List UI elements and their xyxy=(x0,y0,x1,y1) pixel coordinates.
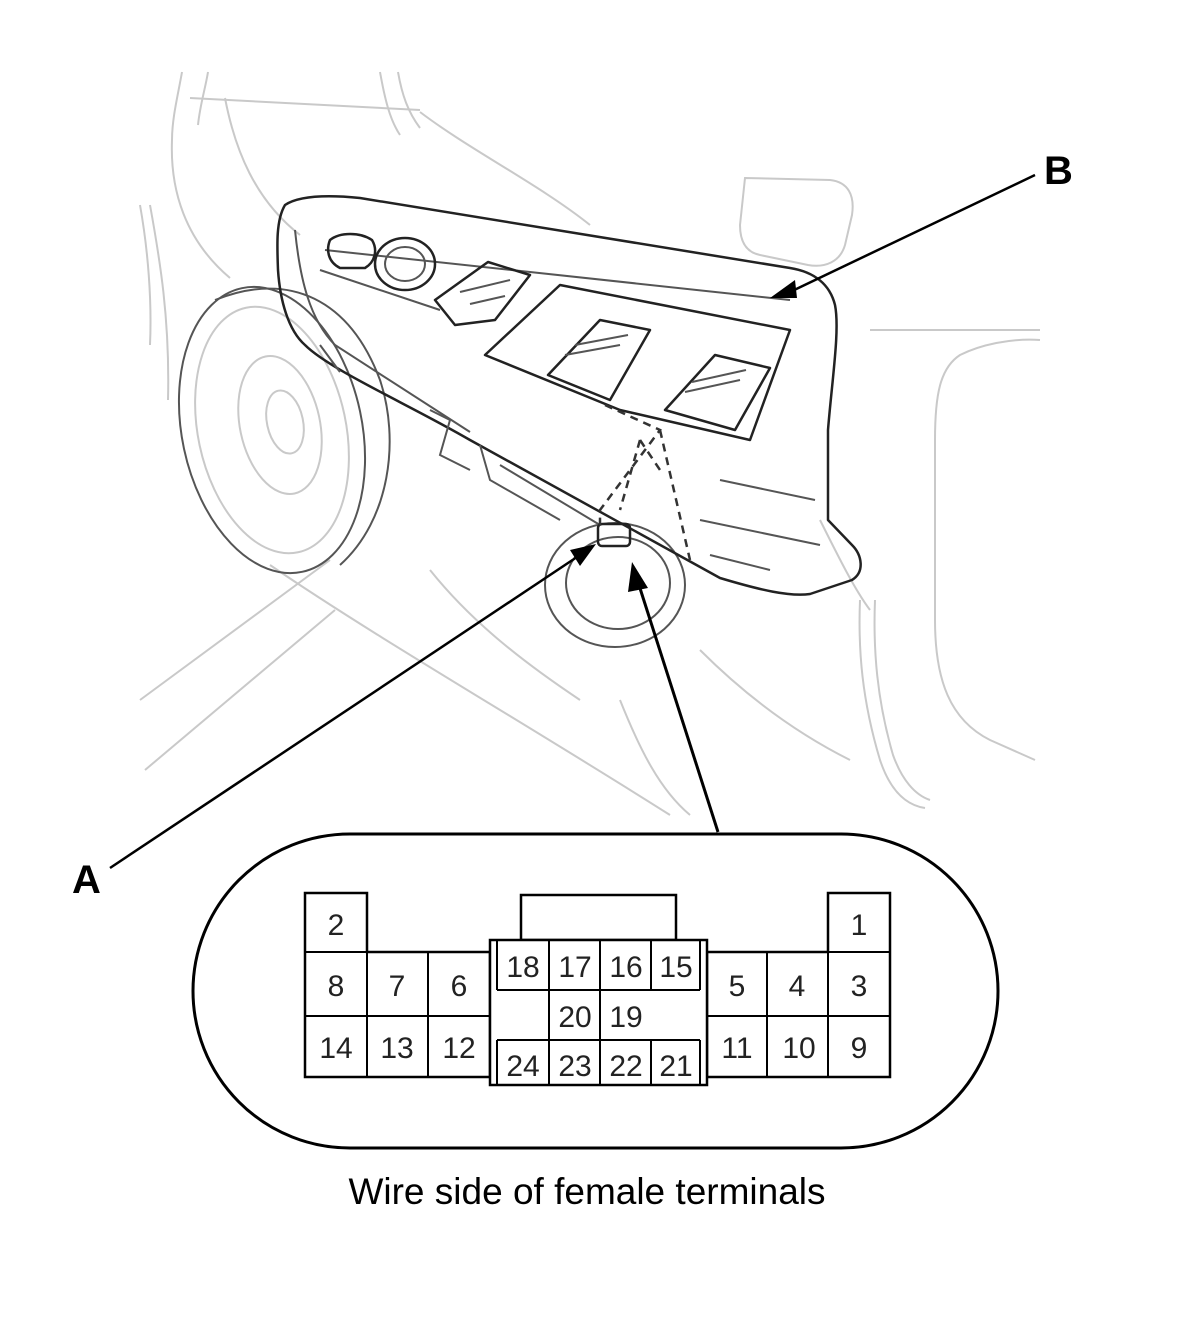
arrow-head-connector xyxy=(628,562,648,592)
caption: Wire side of female terminals xyxy=(348,1171,825,1212)
terminal-17: 17 xyxy=(558,951,591,984)
terminal-19: 19 xyxy=(609,1001,642,1034)
terminal-15: 15 xyxy=(659,951,692,984)
connector-face-view: 2 1 8 7 6 18 17 16 15 5 4 3 20 19 14 13 … xyxy=(191,832,1000,1150)
terminal-6: 6 xyxy=(451,970,468,1003)
leader-lines xyxy=(109,173,1036,870)
terminal-2: 2 xyxy=(328,909,345,942)
terminal-13: 13 xyxy=(380,1032,413,1065)
door-handle-recess xyxy=(544,522,686,648)
arrow-head-a xyxy=(570,544,596,566)
terminal-9: 9 xyxy=(851,1032,868,1065)
power-window-switch xyxy=(276,195,862,596)
door-trim-background xyxy=(139,71,1041,816)
terminal-5: 5 xyxy=(729,970,746,1003)
terminal-23: 23 xyxy=(558,1050,591,1083)
terminal-24: 24 xyxy=(506,1050,539,1083)
terminal-18: 18 xyxy=(506,951,539,984)
terminal-20: 20 xyxy=(558,1001,591,1034)
terminal-1: 1 xyxy=(851,909,868,942)
terminal-11: 11 xyxy=(721,1032,752,1065)
terminal-22: 22 xyxy=(609,1050,642,1083)
terminal-12: 12 xyxy=(442,1032,475,1065)
callout-b: B xyxy=(1044,149,1073,193)
terminal-21: 21 xyxy=(659,1050,692,1083)
connector-center-block xyxy=(488,938,709,1087)
callout-a: A xyxy=(72,858,101,902)
terminal-14: 14 xyxy=(319,1032,352,1065)
terminal-7: 7 xyxy=(389,970,406,1003)
speaker xyxy=(177,285,391,575)
terminal-3: 3 xyxy=(851,970,868,1003)
arrow-head-b xyxy=(770,280,797,298)
terminal-4: 4 xyxy=(789,970,806,1003)
terminal-10: 10 xyxy=(782,1032,815,1065)
terminal-8: 8 xyxy=(328,970,345,1003)
terminal-16: 16 xyxy=(609,951,642,984)
